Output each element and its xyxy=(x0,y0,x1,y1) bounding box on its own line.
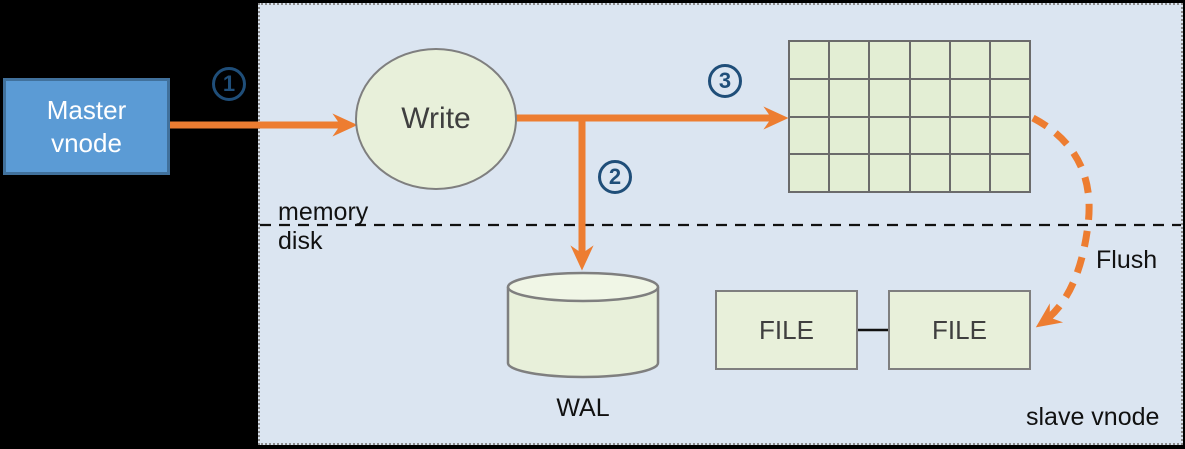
step-3-badge: 3 xyxy=(708,64,742,98)
mem-table-cell xyxy=(950,79,989,116)
mem-table-cell xyxy=(790,42,829,78)
memory-layer-label: memory xyxy=(278,198,369,226)
mem-table-cell xyxy=(790,155,829,191)
slave-vnode-label: slave vnode xyxy=(1026,403,1160,431)
file-box-2: FILE xyxy=(888,290,1031,370)
mem-table-cell xyxy=(910,79,949,116)
disk-layer-label: disk xyxy=(278,227,323,255)
master-vnode-box: Master vnode xyxy=(3,78,170,175)
write-node-label: Write xyxy=(401,102,471,135)
file-box-2-label: FILE xyxy=(932,314,987,345)
mem-table-cell xyxy=(870,42,909,78)
mem-table-cell xyxy=(790,79,829,116)
file-box-1-label: FILE xyxy=(759,314,814,345)
mem-table-cell xyxy=(990,42,1029,78)
mem-table-cell xyxy=(870,79,909,116)
mem-table-cell xyxy=(990,117,1029,154)
mem-table-cell xyxy=(790,117,829,154)
file-box-1: FILE xyxy=(715,290,858,370)
mem-table-cell xyxy=(870,117,909,154)
mem-table-cell xyxy=(990,79,1029,116)
mem-table-cell xyxy=(910,155,949,191)
mem-table-cell xyxy=(830,155,869,191)
mem-table-cell xyxy=(830,42,869,78)
master-vnode-label: Master vnode xyxy=(46,95,127,158)
flush-label: Flush xyxy=(1096,246,1158,274)
step-1-badge: 1 xyxy=(212,67,246,101)
write-node: Write xyxy=(355,48,517,190)
mem-table-cell xyxy=(870,155,909,191)
mem-table-cell xyxy=(950,117,989,154)
mem-table xyxy=(788,40,1031,193)
mem-table-cell xyxy=(950,155,989,191)
step-1-number: 1 xyxy=(222,71,236,96)
mem-table-cell xyxy=(950,42,989,78)
mem-table-cell xyxy=(910,42,949,78)
step-2-badge: 2 xyxy=(598,160,632,194)
mem-table-cell xyxy=(830,79,869,116)
mem-table-cell xyxy=(830,117,869,154)
step-2-number: 2 xyxy=(608,164,622,189)
wal-label: WAL xyxy=(556,394,610,422)
step-3-number: 3 xyxy=(718,68,732,93)
mem-table-cell xyxy=(910,117,949,154)
mem-table-cell xyxy=(990,155,1029,191)
